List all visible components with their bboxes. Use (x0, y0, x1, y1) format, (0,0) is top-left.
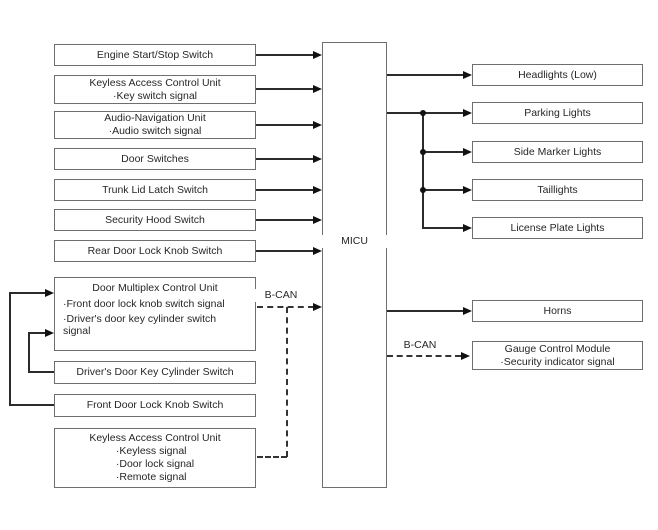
micu-label: MICU (322, 235, 387, 248)
junction-dot (420, 187, 426, 193)
arrowhead-icon (313, 216, 322, 224)
input-box-security-hood-switch: Security Hood Switch (54, 209, 256, 231)
connector-line (9, 404, 54, 406)
connector-line (422, 151, 464, 153)
input-box-door-multiplex-control-unit: Door Multiplex Control Unit ·Front door … (54, 277, 256, 351)
junction-dot (420, 149, 426, 155)
box-title: Driver's Door Key Cylinder Switch (76, 366, 234, 378)
bcan-label-right: B-CAN (394, 339, 446, 352)
box-bullet: ·Security indicator signal (500, 355, 615, 368)
output-box-side-marker-lights: Side Marker Lights (472, 141, 643, 163)
box-title: Gauge Control Module (504, 342, 611, 355)
input-box-drivers-door-key-cylinder-switch: Driver's Door Key Cylinder Switch (54, 361, 256, 384)
arrowhead-icon (463, 307, 472, 315)
arrowhead-icon (313, 121, 322, 129)
box-title: Taillights (537, 183, 578, 196)
output-box-headlights-low: Headlights (Low) (472, 64, 643, 86)
connector-line (422, 189, 464, 191)
connector-line (28, 371, 54, 373)
connector-line (256, 158, 314, 160)
box-bullet: ·Key switch signal (112, 89, 198, 102)
connector-line (9, 292, 46, 294)
input-box-keyless-access-control-unit: Keyless Access Control Unit ·Key switch … (54, 75, 256, 104)
box-title: License Plate Lights (510, 221, 605, 234)
arrowhead-icon (463, 224, 472, 232)
connector-line (422, 227, 464, 229)
arrowhead-icon (461, 352, 470, 360)
bcan-bus-line (257, 306, 314, 308)
connector-line (256, 124, 314, 126)
bcan-bus-line (286, 307, 288, 457)
box-bullet: ·Front door lock knob switch signal (63, 298, 225, 310)
arrowhead-icon (463, 109, 472, 117)
box-title: Rear Door Lock Knob Switch (87, 244, 223, 257)
arrowhead-icon (45, 289, 54, 297)
output-box-taillights: Taillights (472, 179, 643, 201)
input-box-keyless-access-control-unit-2: Keyless Access Control Unit ·Keyless sig… (54, 428, 256, 488)
box-title: Door Switches (121, 152, 189, 165)
connector-line (9, 292, 11, 406)
output-box-license-plate-lights: License Plate Lights (472, 217, 643, 239)
input-box-audio-navigation-unit: Audio-Navigation Unit ·Audio switch sign… (54, 111, 256, 139)
box-title: Security Hood Switch (105, 213, 205, 226)
arrowhead-icon (313, 186, 322, 194)
box-bullet: ·Keyless signal (115, 445, 187, 457)
box-bullet: ·Audio switch signal (108, 125, 202, 137)
connector-line (256, 250, 314, 252)
connector-line (422, 112, 424, 229)
arrowhead-icon (313, 247, 322, 255)
output-box-parking-lights: Parking Lights (472, 102, 643, 124)
arrowhead-icon (463, 148, 472, 156)
arrowhead-icon (313, 85, 322, 93)
bcan-bus-line (387, 355, 461, 357)
box-bullet: ·Driver's door key cylinder switch signa… (63, 313, 217, 337)
box-title: Keyless Access Control Unit (89, 76, 221, 89)
input-box-engine-start-stop-switch: Engine Start/Stop Switch (54, 44, 256, 66)
junction-dot (420, 110, 426, 116)
box-title: Keyless Access Control Unit (89, 432, 221, 444)
box-title: Trunk Lid Latch Switch (102, 183, 208, 196)
output-box-horns: Horns (472, 300, 643, 322)
arrowhead-icon (463, 186, 472, 194)
connector-line (256, 88, 314, 90)
box-title: Engine Start/Stop Switch (96, 48, 214, 61)
box-title: Front Door Lock Knob Switch (86, 399, 224, 411)
arrowhead-icon (313, 155, 322, 163)
input-box-trunk-lid-latch-switch: Trunk Lid Latch Switch (54, 179, 256, 201)
arrowhead-icon (313, 303, 322, 311)
arrowhead-icon (463, 71, 472, 79)
connector-line (256, 219, 314, 221)
arrowhead-icon (45, 329, 54, 337)
connector-line (256, 189, 314, 191)
box-bullet: ·Remote signal (115, 471, 187, 483)
connector-line (28, 332, 30, 373)
bcan-bus-line (257, 456, 287, 458)
connector-line (256, 54, 314, 56)
box-title: Door Multiplex Control Unit (92, 282, 218, 294)
input-box-rear-door-lock-knob-switch: Rear Door Lock Knob Switch (54, 240, 256, 262)
input-box-front-door-lock-knob-switch: Front Door Lock Knob Switch (54, 394, 256, 417)
output-box-gauge-control-module: Gauge Control Module ·Security indicator… (472, 341, 643, 370)
micu-box (322, 42, 387, 488)
box-bullet: ·Door lock signal (115, 458, 195, 470)
box-title: Headlights (Low) (518, 68, 597, 81)
box-title: Horns (543, 304, 572, 317)
box-bullet-list: ·Keyless signal ·Door lock signal ·Remot… (116, 445, 194, 484)
connector-line (387, 310, 464, 312)
arrowhead-icon (313, 51, 322, 59)
connector-line (28, 332, 46, 334)
box-title: Audio-Navigation Unit (104, 112, 206, 124)
input-box-door-switches: Door Switches (54, 148, 256, 170)
box-title: Parking Lights (524, 106, 591, 119)
bcan-label-left: B-CAN (253, 289, 309, 302)
connector-line (387, 74, 464, 76)
box-title: Side Marker Lights (513, 145, 602, 158)
